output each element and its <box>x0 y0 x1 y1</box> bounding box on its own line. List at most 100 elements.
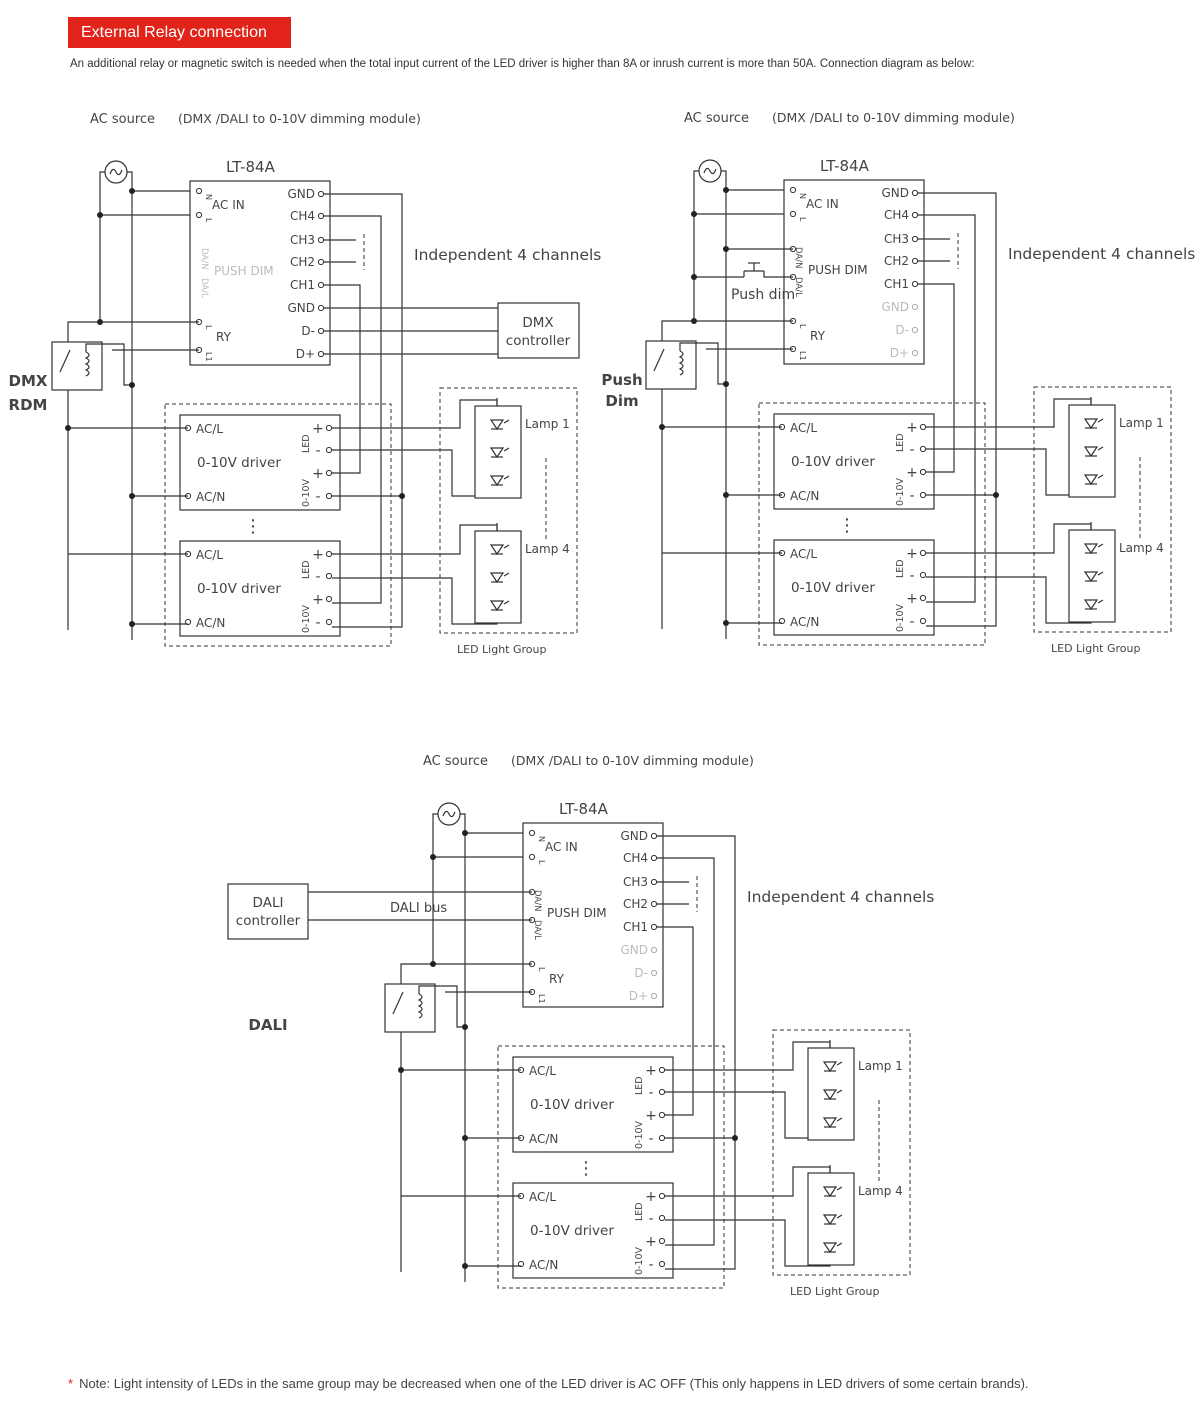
terminal-pin <box>919 491 927 499</box>
mode-label: Dim <box>605 392 638 410</box>
wire <box>503 475 510 480</box>
lamp-label: Lamp 1 <box>525 417 570 431</box>
acl-label: AC/L <box>529 1064 556 1078</box>
device-label: LT-84A <box>820 157 870 175</box>
pin-label: D+ <box>296 347 315 361</box>
polarity-label: + <box>645 1234 657 1250</box>
acn-label: AC/N <box>196 490 225 504</box>
led-group-label: LED Light Group <box>1051 642 1141 655</box>
led-group-frame <box>772 1029 911 1276</box>
wire <box>836 1061 843 1066</box>
polarity-label: - <box>909 442 914 458</box>
channels-label: Independent 4 channels <box>747 888 934 906</box>
dmx-controller-label: DMX <box>522 315 553 331</box>
wire <box>1097 446 1104 451</box>
terminal-pin <box>650 854 658 862</box>
polarity-label: - <box>315 489 320 505</box>
terminal-pin <box>919 571 927 579</box>
label: L1 <box>204 352 213 362</box>
terminal-pin <box>317 212 325 220</box>
junction-dot <box>129 621 135 627</box>
terminal-pin <box>528 853 536 861</box>
pin-label: GND <box>881 300 909 314</box>
junction-dot <box>398 1067 404 1073</box>
terminal-pin <box>911 189 919 197</box>
label: DA/N <box>793 247 803 268</box>
wire <box>503 572 510 577</box>
v010-label: 0-10V <box>895 603 906 632</box>
acl-label: AC/L <box>529 1190 556 1204</box>
wire <box>1097 474 1104 479</box>
terminal-pin <box>650 946 658 954</box>
led-label: LED <box>895 559 906 578</box>
mode-label: RDM <box>9 396 48 414</box>
terminal-pin <box>184 618 192 626</box>
junction-dot <box>399 493 405 499</box>
wire <box>324 215 382 604</box>
pin-label: CH3 <box>623 875 648 889</box>
terminal-pin <box>650 832 658 840</box>
pin-label: CH1 <box>623 920 648 934</box>
pin-label: CH2 <box>623 897 648 911</box>
wire <box>1097 543 1104 548</box>
relay-box <box>645 340 697 390</box>
terminal-pin <box>919 594 927 602</box>
neutral-wire <box>99 171 105 322</box>
pin-label: CH3 <box>290 233 315 247</box>
footnote: * Note: Light intensity of LEDs in the sa… <box>68 1376 1029 1391</box>
led-label: LED <box>301 434 312 453</box>
ac-in-label: AC IN <box>806 197 839 211</box>
section-title: External Relay connection <box>68 17 291 48</box>
junction-dot <box>691 274 697 280</box>
led-diode-icon <box>489 475 505 487</box>
wire <box>1097 571 1104 576</box>
polarity-label: + <box>906 465 918 481</box>
led-diode-icon <box>489 447 505 459</box>
label: DA/N <box>532 890 542 911</box>
wire <box>503 419 510 424</box>
wire <box>918 214 976 603</box>
pin-label: CH1 <box>884 277 909 291</box>
polarity-label: - <box>909 568 914 584</box>
terminal-pin <box>658 1214 666 1222</box>
wire <box>926 576 1092 624</box>
terminal-pin <box>325 492 333 500</box>
terminal-pin <box>528 829 536 837</box>
ac-source-label: AC source <box>684 111 749 126</box>
terminal-pin <box>650 878 658 886</box>
polarity-label: + <box>645 1063 657 1079</box>
led-diode-icon <box>1083 418 1099 430</box>
polarity-label: + <box>906 591 918 607</box>
driver-label: 0-10V driver <box>530 1097 614 1113</box>
driver-box <box>773 539 935 636</box>
pin-label: GND <box>287 301 315 315</box>
label: DA/L <box>199 278 209 298</box>
junction-dot <box>97 319 103 325</box>
wire <box>503 600 510 605</box>
acl-label: AC/L <box>196 422 223 436</box>
wire <box>324 193 403 628</box>
terminal-pin <box>658 1088 666 1096</box>
v010-label: 0-10V <box>301 604 312 633</box>
label: DA/L <box>532 920 542 940</box>
module-box <box>522 822 664 1008</box>
polarity-label: - <box>648 1085 653 1101</box>
footnote-text: Note: Light intensity of LEDs in the sam… <box>79 1376 1029 1391</box>
junction-dot <box>993 492 999 498</box>
terminal-pin <box>325 572 333 580</box>
driver-box <box>773 413 935 510</box>
wire <box>836 1117 843 1122</box>
label: L <box>204 218 213 223</box>
device-label: LT-84A <box>226 158 276 176</box>
terminal-pin <box>317 190 325 198</box>
terminal-pin <box>911 326 919 334</box>
driver-group-frame <box>164 403 392 647</box>
terminal-pin <box>658 1111 666 1119</box>
terminal-pin <box>919 445 927 453</box>
polarity-label: - <box>648 1131 653 1147</box>
footnote-mark: * <box>68 1376 74 1391</box>
dali-controller-label: DALI <box>253 895 284 911</box>
driver-label: 0-10V driver <box>530 1223 614 1239</box>
wire <box>836 1214 843 1219</box>
label: L <box>537 860 546 865</box>
